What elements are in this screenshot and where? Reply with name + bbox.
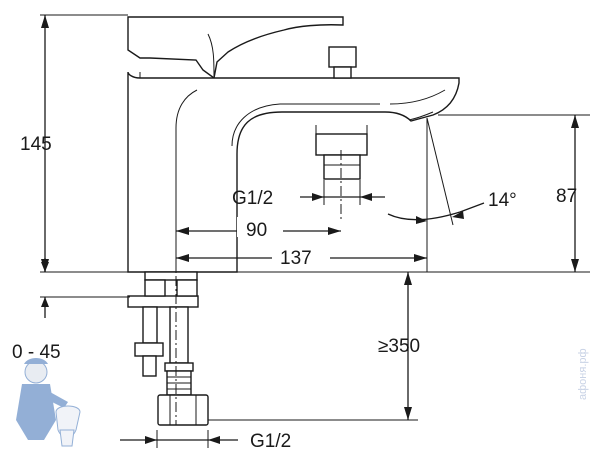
supply-hoses (127, 271, 209, 426)
dim-thread-inlet-label: G1/2 (250, 431, 291, 452)
dim-thread-outlet: G1/2 (232, 180, 385, 209)
dim-reach-label: 137 (280, 248, 312, 269)
dim-spout-height-label: 87 (556, 186, 577, 207)
plumber-mascot-icon (16, 358, 81, 447)
dim-deck-thickness: 0 - 45 (12, 258, 61, 363)
dim-spray-angle-label: 14° (488, 190, 517, 211)
site-watermark-text: aфоня.рф (577, 348, 589, 400)
dim-spout-height: 87 (556, 115, 579, 272)
dim-reach: 137 (176, 244, 427, 269)
dim-spray-angle: 14° (387, 117, 517, 228)
dim-outlet-distance: 90 (176, 217, 341, 241)
dim-deck-thickness-label: 0 - 45 (12, 342, 61, 363)
faucet-body (127, 16, 460, 273)
dim-min-clearance: ≥350 (378, 272, 420, 420)
site-watermark: aфоня.рф (577, 348, 589, 400)
dim-height-total-label: 145 (20, 134, 52, 155)
lever-handle (127, 16, 344, 80)
diverter-knob (328, 46, 357, 68)
spout (127, 71, 460, 273)
dim-min-clearance-label: ≥350 (378, 336, 420, 357)
dim-outlet-distance-label: 90 (246, 220, 267, 241)
dim-thread-inlet: G1/2 (120, 431, 291, 452)
dim-thread-outlet-label: G1/2 (232, 188, 273, 209)
dim-height-total: 145 (20, 15, 52, 272)
